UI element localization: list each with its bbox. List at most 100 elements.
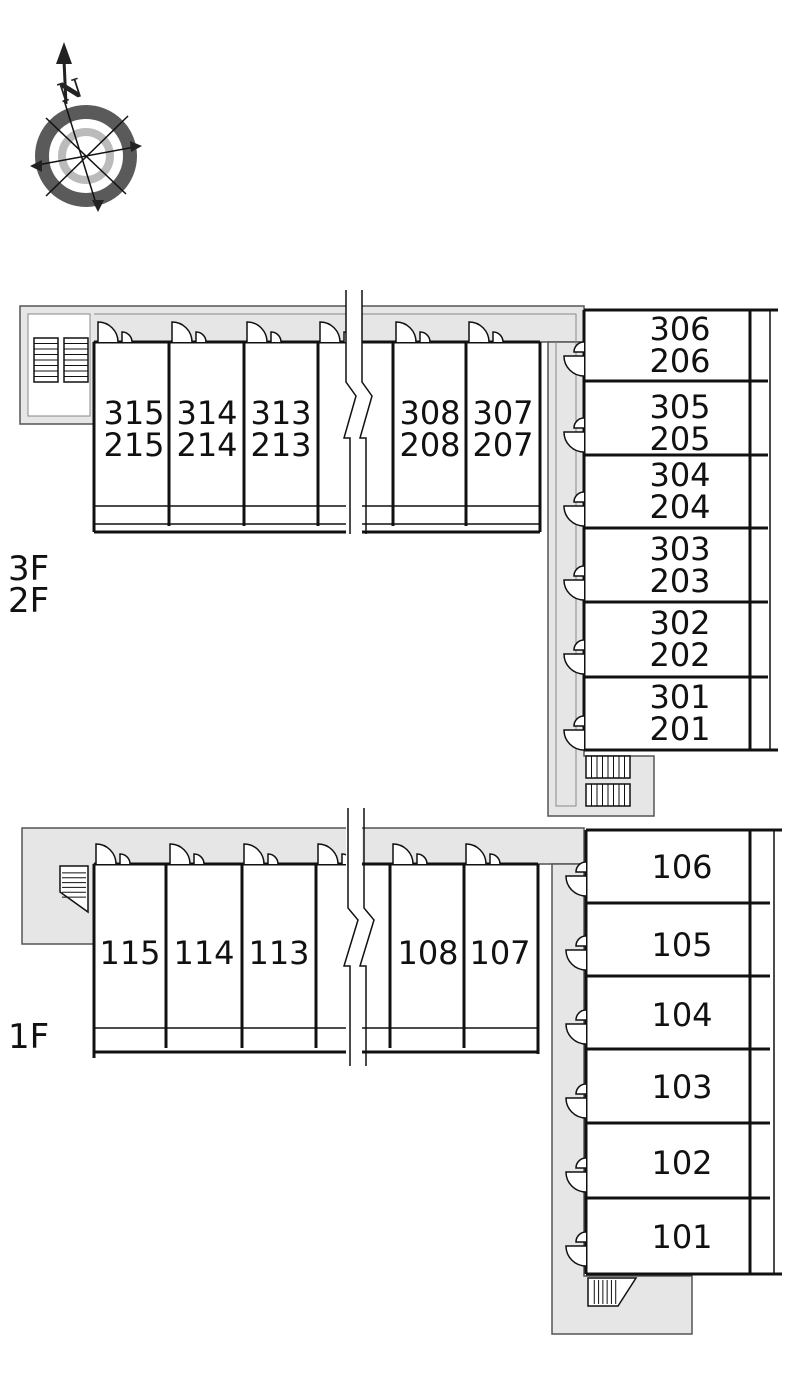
upper-col-unit-3[interactable]: 303 203 <box>649 530 710 600</box>
door-icon <box>575 861 587 873</box>
door-icon <box>317 843 339 865</box>
door-icon <box>573 639 585 651</box>
lower-col-block <box>586 830 782 1274</box>
door-icon <box>416 853 428 865</box>
upper-row-unit-0[interactable]: 315 215 <box>103 394 164 464</box>
unit-115[interactable]: 115 <box>99 934 160 972</box>
door-icon <box>246 321 268 343</box>
unit-number: 203 <box>649 562 710 600</box>
door-icon <box>563 431 585 453</box>
door-icon <box>565 1171 587 1193</box>
upper-col-unit-0[interactable]: 306 206 <box>649 310 710 380</box>
unit-108[interactable]: 108 <box>397 934 458 972</box>
lower-break-mark-left <box>342 808 359 1066</box>
unit-number: 207 <box>472 426 533 464</box>
door-icon <box>575 1157 587 1169</box>
unit-number: 307 <box>472 394 533 432</box>
floor-label-3f: 3F <box>8 549 49 589</box>
unit-number: 206 <box>649 342 710 380</box>
door-icon <box>97 321 119 343</box>
door-icon <box>575 935 587 947</box>
door-icon <box>489 853 501 865</box>
compass-inner-ring <box>58 128 114 184</box>
upper-col-unit-2[interactable]: 304 204 <box>649 456 710 526</box>
unit-102[interactable]: 102 <box>651 1144 712 1182</box>
unit-number: 205 <box>649 420 710 458</box>
lower-break-mark-right <box>358 808 375 1066</box>
door-icon <box>575 1231 587 1243</box>
door-icon <box>573 417 585 429</box>
door-icon <box>468 321 490 343</box>
door-icon <box>575 1083 587 1095</box>
unit-104[interactable]: 104 <box>651 996 712 1034</box>
upper-break-mark-left <box>343 290 357 534</box>
upper-break-mark-right <box>359 290 373 534</box>
door-icon <box>563 729 585 751</box>
compass-outer-ring <box>35 105 137 207</box>
unit-103[interactable]: 103 <box>651 1068 712 1106</box>
upper-corridor-inner-line <box>94 313 577 807</box>
unit-number: 201 <box>649 710 710 748</box>
door-icon <box>319 321 341 343</box>
unit-number: 214 <box>176 426 237 464</box>
unit-number: 306 <box>649 310 710 348</box>
unit-107[interactable]: 107 <box>469 934 530 972</box>
door-icon <box>565 1245 587 1267</box>
upper-stairs-left <box>33 337 89 383</box>
door-icon <box>193 853 205 865</box>
lower-stairs-bottom <box>587 1277 638 1307</box>
upper-row-unit-2[interactable]: 313 213 <box>250 394 311 464</box>
door-icon <box>563 505 585 527</box>
compass-north-label: N <box>54 73 86 109</box>
door-icon <box>267 853 279 865</box>
door-icon <box>563 355 585 377</box>
unit-number: 301 <box>649 678 710 716</box>
unit-number: 305 <box>649 388 710 426</box>
upper-col-unit-5[interactable]: 301 201 <box>649 678 710 748</box>
unit-number: 204 <box>649 488 710 526</box>
unit-number: 308 <box>399 394 460 432</box>
door-icon <box>565 949 587 971</box>
door-icon <box>419 331 431 343</box>
upper-stairs-bottom <box>585 755 631 807</box>
east-arrow-icon <box>130 141 142 152</box>
door-icon <box>243 843 265 865</box>
door-icon <box>573 491 585 503</box>
unit-114[interactable]: 114 <box>173 934 234 972</box>
unit-number: 315 <box>103 394 164 432</box>
door-icon <box>565 1023 587 1045</box>
door-icon <box>195 331 207 343</box>
door-icon <box>573 341 585 353</box>
lower-stairs-left <box>59 865 89 914</box>
door-icon <box>169 843 191 865</box>
door-icon <box>95 843 117 865</box>
door-icon <box>270 331 282 343</box>
upper-col-unit-4[interactable]: 302 202 <box>649 604 710 674</box>
north-arrow-icon <box>56 42 72 64</box>
west-arrow-icon <box>30 160 42 172</box>
unit-113[interactable]: 113 <box>248 934 309 972</box>
unit-number: 208 <box>399 426 460 464</box>
door-icon <box>565 875 587 897</box>
door-icon <box>465 843 487 865</box>
unit-105[interactable]: 105 <box>651 926 712 964</box>
door-icon <box>573 715 585 727</box>
upper-col-unit-1[interactable]: 305 205 <box>649 388 710 458</box>
stairs-icon <box>587 1277 638 1307</box>
unit-number: 302 <box>649 604 710 642</box>
upper-floors-plan: 315 215 314 214 313 213 308 208 307 207 … <box>8 290 778 817</box>
upper-row-unit-1[interactable]: 314 214 <box>176 394 237 464</box>
floor-label-1f: 1F <box>8 1017 49 1057</box>
compass-ns-line <box>63 99 99 211</box>
unit-number: 202 <box>649 636 710 674</box>
upper-row-unit-3[interactable]: 308 208 <box>399 394 460 464</box>
unit-101[interactable]: 101 <box>651 1218 712 1256</box>
north-arrow-shaft <box>62 59 68 105</box>
unit-106[interactable]: 106 <box>651 848 712 886</box>
floor-label-2f: 2F <box>8 581 49 621</box>
door-icon <box>575 1009 587 1021</box>
upper-row-unit-4[interactable]: 307 207 <box>472 394 533 464</box>
door-icon <box>395 321 417 343</box>
unit-number: 215 <box>103 426 164 464</box>
